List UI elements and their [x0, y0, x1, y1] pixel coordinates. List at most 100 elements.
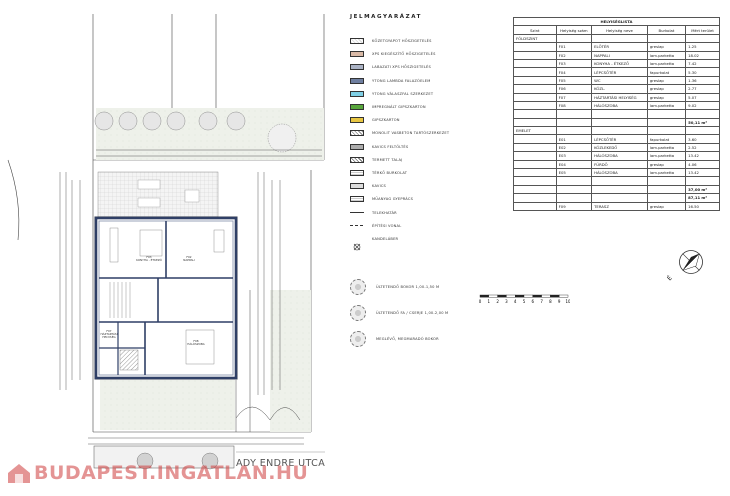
tree-legend-label: ÜLTETENDŐ FA / CSERJE 1,00-2,00 M — [376, 311, 449, 315]
scale-segment — [506, 294, 516, 298]
legend-swatch — [350, 117, 364, 124]
scale-segment — [541, 294, 551, 298]
legend-item: YTONG LAMBDA FALAZÓELEM — [350, 76, 431, 86]
table-cell — [513, 117, 557, 128]
table-cell — [685, 33, 720, 44]
table-cell: F07 — [555, 92, 593, 102]
table-cell — [555, 33, 593, 44]
table-cell: 4.06 — [685, 159, 720, 170]
table-header-cell: Helyiség szám — [555, 25, 593, 35]
table-cell — [555, 126, 593, 136]
table-cell: lam.parketta — [646, 50, 687, 60]
table-cell: lam.parketta — [646, 100, 687, 111]
scale-tick-label: 7 — [540, 299, 543, 304]
street-strip — [93, 445, 235, 469]
table-spacer-row — [513, 109, 720, 119]
house-walls — [94, 216, 238, 380]
north-arrow — [679, 250, 703, 274]
table-cell — [513, 75, 557, 86]
room-code: F02 — [186, 255, 192, 259]
table-cell — [646, 117, 687, 128]
table-cell: 5.07 — [685, 92, 720, 102]
table-cell: WC — [591, 75, 648, 86]
table-cell: F06 — [555, 84, 593, 94]
legend-label: IMPREGNÁLT GIPSZKARTON — [372, 105, 426, 109]
legend-swatch — [350, 212, 364, 214]
scale-segment — [523, 294, 534, 298]
table-cell: 18.02 — [685, 50, 720, 60]
scale-segment — [558, 294, 569, 298]
table-cell: 9.02 — [685, 100, 720, 111]
legend-label: KAVICS FELTÖLTÉS — [372, 144, 409, 149]
legend-label: TÉRKŐ BURKOLAT — [372, 171, 408, 175]
north-label: É — [666, 274, 674, 283]
table-cell: 1.25 — [685, 42, 720, 52]
legend-swatch — [350, 51, 364, 58]
lawn-area — [270, 290, 311, 432]
legend-item: KŐZETGYAPOT HŐSZIGETELÉS — [350, 36, 432, 46]
scale-tick-label: 6 — [532, 299, 535, 304]
table-cell: 3.60 — [685, 134, 720, 144]
scale-segment — [497, 294, 507, 298]
table-cell — [513, 84, 557, 94]
table-cell: E05 — [555, 168, 593, 178]
legend-item: TELEKHATÁR — [350, 208, 397, 218]
table-cell: fapurkolat — [646, 134, 687, 144]
legend-swatch — [350, 236, 364, 251]
table-cell — [513, 142, 557, 153]
legend-label: KAVICS — [372, 184, 387, 189]
legend-swatch — [350, 156, 364, 163]
legend-label: ÉPÍTÉSI VONAL — [372, 223, 402, 228]
site-plan-drawing — [7, 14, 325, 470]
table-cell — [513, 193, 557, 203]
tree-legend-item: ÜLTETENDŐ FA / CSERJE 1,00-2,00 M — [350, 305, 448, 321]
tree-legend-label: MEGLÉVŐ, MEGMARADÓ BOKOR — [376, 337, 439, 341]
table-cell — [685, 176, 720, 186]
table-total-row: 50,11 m² — [513, 117, 720, 128]
table-cell: 50,11 m² — [685, 117, 720, 128]
table-cell: KÖZLEKEDŐ — [591, 142, 648, 153]
table-cell: 5.30 — [685, 67, 720, 77]
table-section-row: FÖLDSZINT — [513, 33, 720, 44]
table-cell: NAPPALI — [591, 50, 648, 60]
dimension-lines — [59, 149, 322, 445]
table-cell: E02 — [555, 142, 593, 153]
table-cell — [555, 109, 593, 119]
table-spacer-row — [513, 176, 720, 186]
table-cell: E04 — [555, 159, 593, 170]
legend-swatch — [350, 225, 364, 227]
table-cell: F09 — [555, 201, 593, 212]
room-label: F07 HÁZTARTÁSI HELYISÉG — [100, 329, 118, 340]
table-cell: F05 — [555, 75, 593, 86]
terrace-furniture — [137, 179, 200, 208]
scale-tick-label: 10 — [565, 299, 570, 304]
table-cell — [513, 134, 557, 144]
legend-item: KAVICS — [350, 181, 386, 191]
tree-legend-item: ÜLTETENDŐ BOKOR 1,00-1,50 M — [350, 279, 439, 295]
tree-symbol-icon — [350, 305, 366, 321]
tree-symbol-icon — [350, 331, 366, 347]
legend-item: TERMETT TALAJ — [350, 155, 402, 165]
legend-swatch — [350, 183, 364, 190]
table-cell — [513, 201, 557, 212]
table-cell — [685, 126, 720, 136]
scale-tick-label: 3 — [505, 299, 508, 304]
scale-tick-label: 0 — [479, 299, 482, 304]
terrace-paving — [97, 171, 219, 219]
table-cell: lam.parketta — [646, 168, 687, 178]
table-cell — [591, 117, 648, 128]
legend-item: IMPREGNÁLT GIPSZKARTON — [350, 102, 426, 112]
table-cell: F08 — [555, 100, 593, 111]
table-cell — [513, 109, 557, 119]
table-cell — [513, 42, 557, 52]
tree-symbol-icon — [350, 279, 366, 295]
table-cell — [646, 184, 687, 195]
table-cell: 2.52 — [685, 142, 720, 153]
table-cell — [646, 176, 687, 186]
table-cell — [646, 33, 687, 44]
table-cell: greslap — [646, 84, 687, 94]
tree-legend-label: ÜLTETENDŐ BOKOR 1,00-1,50 M — [376, 285, 440, 289]
